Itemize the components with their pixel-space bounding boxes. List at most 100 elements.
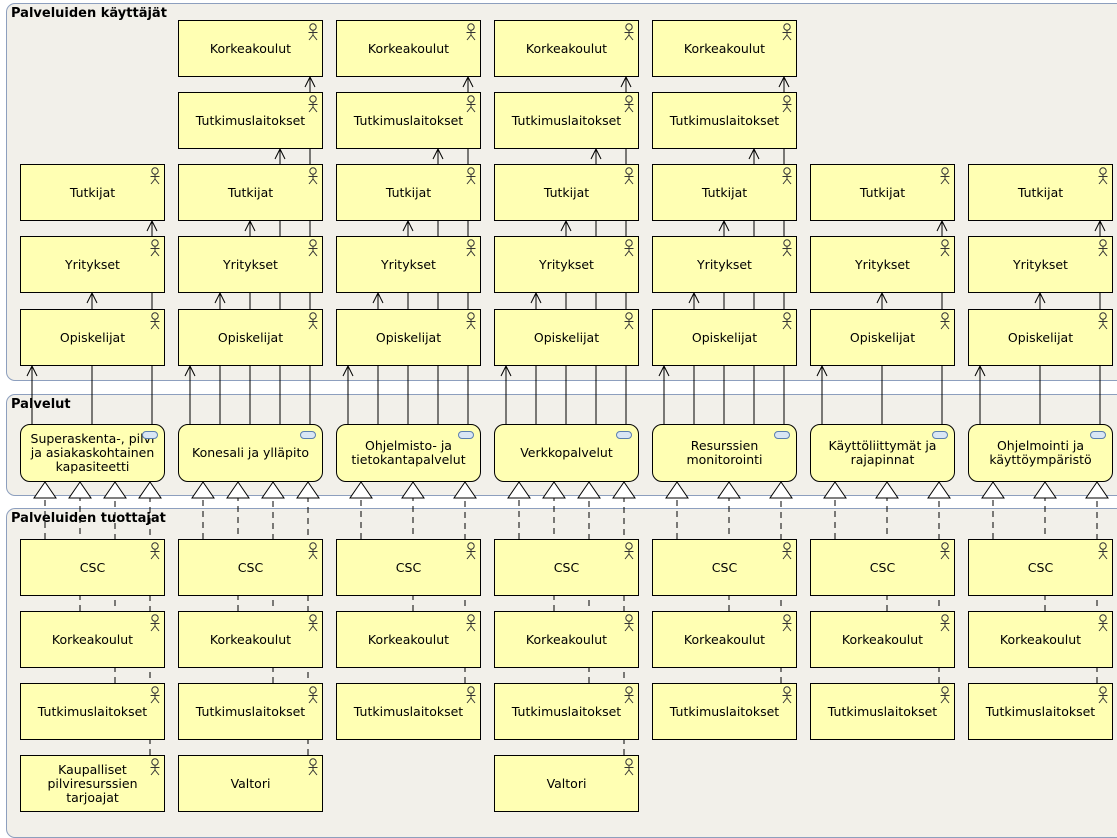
provider-csc[interactable]: CSC	[20, 539, 165, 596]
user-yritykset[interactable]: Yritykset	[178, 236, 323, 293]
user-opiskelijat[interactable]: Opiskelijat	[20, 309, 165, 366]
user-yritykset[interactable]: Yritykset	[810, 236, 955, 293]
provider-csc[interactable]: CSC	[178, 539, 323, 596]
serving-arrowhead	[530, 291, 542, 304]
provider-csc[interactable]: CSC	[652, 539, 797, 596]
serving-arrowhead	[658, 364, 670, 377]
actor-label: CSC	[79, 559, 106, 575]
actor-icon	[308, 23, 318, 41]
actor-label: Opiskelijat	[1007, 329, 1074, 345]
user-tutkijat[interactable]: Tutkijat	[178, 164, 323, 221]
user-opiskelijat[interactable]: Opiskelijat	[652, 309, 797, 366]
provider-valtori[interactable]: Valtori	[178, 755, 323, 812]
actor-icon	[466, 686, 476, 704]
provider-korkeakoulut[interactable]: Korkeakoulut	[494, 611, 639, 668]
user-yritykset[interactable]: Yritykset	[968, 236, 1113, 293]
provider-korkeakoulut[interactable]: Korkeakoulut	[810, 611, 955, 668]
user-tutkimuslaitokset[interactable]: Tutkimuslaitokset	[178, 92, 323, 149]
actor-label: Korkeakoulut	[209, 40, 292, 56]
service-6[interactable]: Ohjelmointi ja käyttöympäristö	[968, 424, 1113, 482]
actor-label: Tutkijat	[385, 184, 432, 200]
user-opiskelijat[interactable]: Opiskelijat	[810, 309, 955, 366]
user-tutkijat[interactable]: Tutkijat	[336, 164, 481, 221]
serving-arrowhead	[462, 75, 474, 88]
serving-arrowhead	[876, 291, 888, 304]
provider-kaupalliset-pilviresurssien-tarjoajat[interactable]: Kaupalliset pilviresurssien tarjoajat	[20, 755, 165, 812]
actor-icon	[1098, 239, 1108, 257]
provider-korkeakoulut[interactable]: Korkeakoulut	[968, 611, 1113, 668]
provider-korkeakoulut[interactable]: Korkeakoulut	[652, 611, 797, 668]
user-opiskelijat[interactable]: Opiskelijat	[494, 309, 639, 366]
realization-arrowhead	[261, 481, 285, 499]
serving-arrowhead	[342, 364, 354, 377]
provider-csc[interactable]: CSC	[968, 539, 1113, 596]
provider-csc[interactable]: CSC	[336, 539, 481, 596]
user-yritykset[interactable]: Yritykset	[20, 236, 165, 293]
service-label: Käyttöliittymät ja rajapinnat	[828, 438, 937, 467]
actor-label: Tutkimuslaitokset	[353, 703, 464, 719]
actor-icon	[624, 167, 634, 185]
provider-valtori[interactable]: Valtori	[494, 755, 639, 812]
serving-arrowhead	[244, 219, 256, 232]
actor-label: Tutkimuslaitokset	[195, 703, 306, 719]
service-icon	[300, 431, 316, 439]
user-opiskelijat[interactable]: Opiskelijat	[178, 309, 323, 366]
realization-arrowhead	[981, 481, 1005, 499]
user-yritykset[interactable]: Yritykset	[494, 236, 639, 293]
provider-tutkimuslaitokset[interactable]: Tutkimuslaitokset	[652, 683, 797, 740]
user-tutkijat[interactable]: Tutkijat	[810, 164, 955, 221]
actor-label: Opiskelijat	[691, 329, 758, 345]
actor-label: Korkeakoulut	[367, 40, 450, 56]
actor-icon	[1098, 614, 1108, 632]
provider-tutkimuslaitokset[interactable]: Tutkimuslaitokset	[968, 683, 1113, 740]
user-tutkijat[interactable]: Tutkijat	[20, 164, 165, 221]
actor-label: Tutkimuslaitokset	[669, 112, 780, 128]
actor-icon	[940, 239, 950, 257]
provider-tutkimuslaitokset[interactable]: Tutkimuslaitokset	[810, 683, 955, 740]
serving-arrowhead	[778, 75, 790, 88]
actor-icon	[782, 95, 792, 113]
user-tutkijat[interactable]: Tutkijat	[968, 164, 1113, 221]
user-tutkimuslaitokset[interactable]: Tutkimuslaitokset	[494, 92, 639, 149]
provider-csc[interactable]: CSC	[494, 539, 639, 596]
provider-tutkimuslaitokset[interactable]: Tutkimuslaitokset	[494, 683, 639, 740]
realization-arrowhead	[542, 481, 566, 499]
service-1[interactable]: Konesali ja ylläpito	[178, 424, 323, 482]
user-korkeakoulut[interactable]: Korkeakoulut	[178, 20, 323, 77]
user-tutkimuslaitokset[interactable]: Tutkimuslaitokset	[336, 92, 481, 149]
actor-label: Tutkimuslaitokset	[195, 112, 306, 128]
provider-csc[interactable]: CSC	[810, 539, 955, 596]
provider-tutkimuslaitokset[interactable]: Tutkimuslaitokset	[178, 683, 323, 740]
actor-icon	[466, 542, 476, 560]
service-0[interactable]: Superaskenta-, pilvi ja asiakaskohtainen…	[20, 424, 165, 482]
user-yritykset[interactable]: Yritykset	[652, 236, 797, 293]
user-opiskelijat[interactable]: Opiskelijat	[968, 309, 1113, 366]
provider-tutkimuslaitokset[interactable]: Tutkimuslaitokset	[336, 683, 481, 740]
user-tutkijat[interactable]: Tutkijat	[494, 164, 639, 221]
actor-icon	[624, 312, 634, 330]
user-yritykset[interactable]: Yritykset	[336, 236, 481, 293]
service-4[interactable]: Resurssien monitorointi	[652, 424, 797, 482]
user-tutkimuslaitokset[interactable]: Tutkimuslaitokset	[652, 92, 797, 149]
actor-icon	[940, 542, 950, 560]
service-2[interactable]: Ohjelmisto- ja tietokantapalvelut	[336, 424, 481, 482]
service-3[interactable]: Verkkopalvelut	[494, 424, 639, 482]
service-icon	[142, 431, 158, 439]
actor-icon	[624, 614, 634, 632]
provider-korkeakoulut[interactable]: Korkeakoulut	[178, 611, 323, 668]
realization-arrowhead	[823, 481, 847, 499]
actor-icon	[624, 542, 634, 560]
provider-tutkimuslaitokset[interactable]: Tutkimuslaitokset	[20, 683, 165, 740]
actor-icon	[1098, 167, 1108, 185]
actor-icon	[1098, 542, 1108, 560]
user-korkeakoulut[interactable]: Korkeakoulut	[494, 20, 639, 77]
serving-arrowhead	[620, 75, 632, 88]
service-5[interactable]: Käyttöliittymät ja rajapinnat	[810, 424, 955, 482]
user-korkeakoulut[interactable]: Korkeakoulut	[652, 20, 797, 77]
provider-korkeakoulut[interactable]: Korkeakoulut	[20, 611, 165, 668]
provider-korkeakoulut[interactable]: Korkeakoulut	[336, 611, 481, 668]
serving-arrowhead	[184, 364, 196, 377]
user-korkeakoulut[interactable]: Korkeakoulut	[336, 20, 481, 77]
user-opiskelijat[interactable]: Opiskelijat	[336, 309, 481, 366]
user-tutkijat[interactable]: Tutkijat	[652, 164, 797, 221]
